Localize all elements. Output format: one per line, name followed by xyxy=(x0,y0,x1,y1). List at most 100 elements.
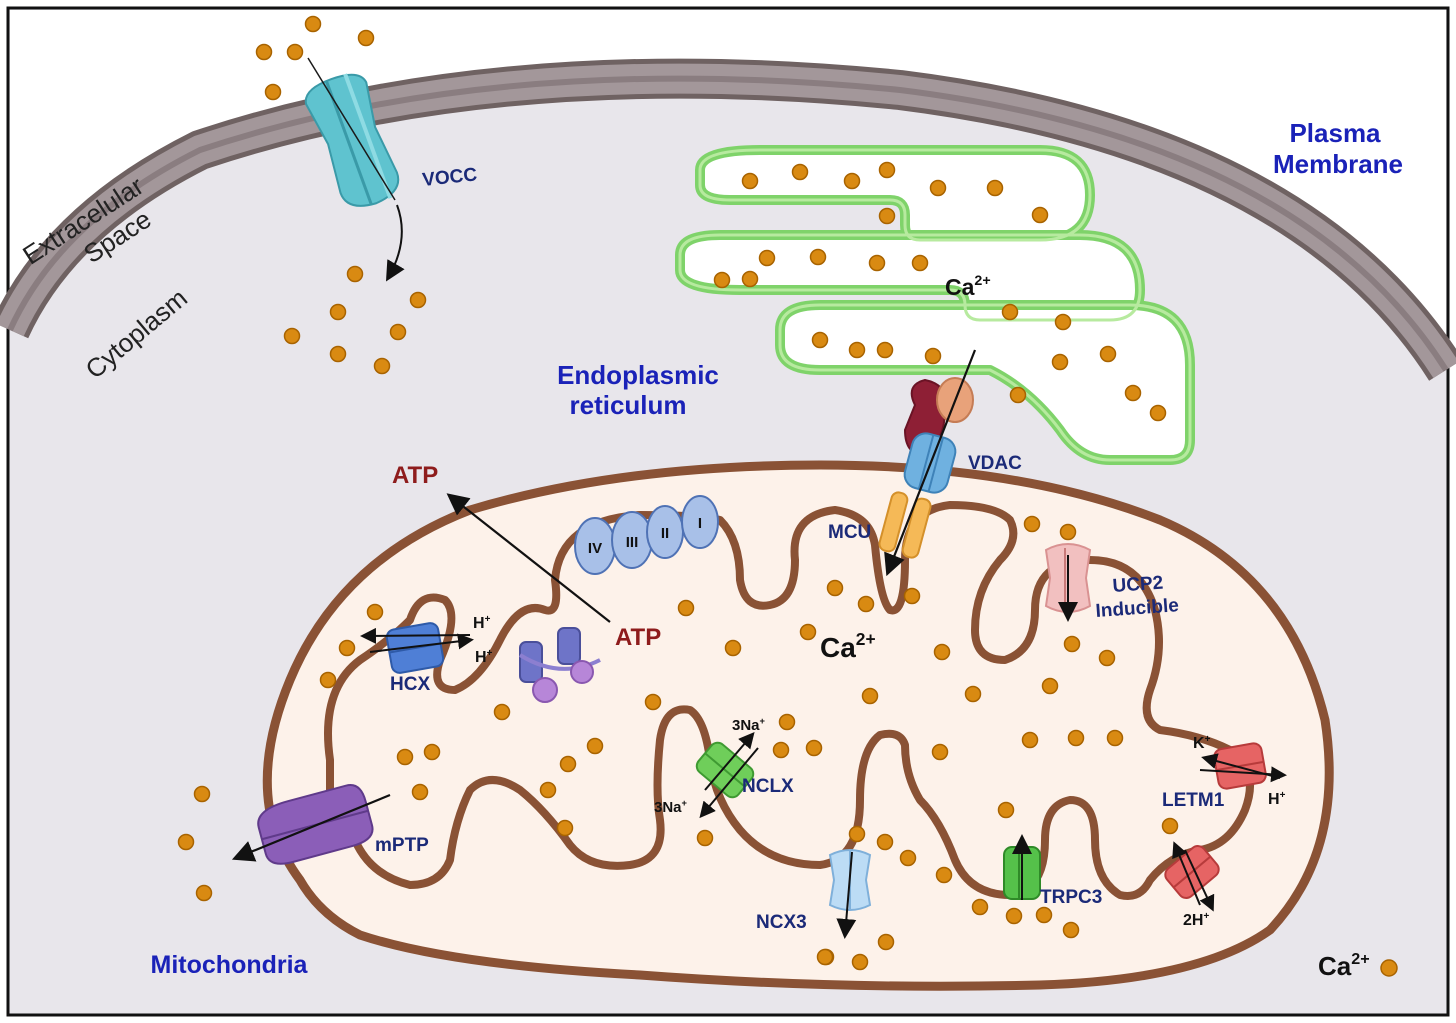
legend-calcium-label: Ca2+ xyxy=(1318,950,1370,981)
calcium-ion xyxy=(848,341,866,359)
atp-synthase xyxy=(518,627,601,703)
calcium-ion xyxy=(848,825,866,843)
calcium-ion xyxy=(411,783,429,801)
calcium-ion xyxy=(329,303,347,321)
letm1-k-label: K+ xyxy=(1193,734,1211,752)
etc-complexes xyxy=(574,495,719,575)
calcium-ion xyxy=(677,599,695,617)
ncx3-label: NCX3 xyxy=(756,912,807,933)
calcium-ion xyxy=(857,595,875,613)
calcium-ion xyxy=(1062,921,1080,939)
calcium-ion xyxy=(366,603,384,621)
calcium-ion xyxy=(1106,729,1124,747)
calcium-ion xyxy=(696,829,714,847)
calcium-ion xyxy=(338,639,356,657)
calcium-ion xyxy=(1005,907,1023,925)
calcium-ion xyxy=(1021,731,1039,749)
calcium-ion xyxy=(644,693,662,711)
atp-export-arrow xyxy=(446,493,611,623)
calcium-ion xyxy=(876,341,894,359)
calcium-ion xyxy=(791,163,809,181)
calcium-ion xyxy=(811,331,829,349)
er-label-1: Endoplasmic xyxy=(557,360,719,390)
complex-ii-label: II xyxy=(661,525,669,542)
calcium-ion xyxy=(997,801,1015,819)
calcium-ion xyxy=(899,849,917,867)
calcium-ions xyxy=(177,15,1179,971)
mcu-label: MCU xyxy=(828,522,871,543)
calcium-ion xyxy=(741,172,759,190)
calcium-ion xyxy=(964,685,982,703)
letm1-arrow-h xyxy=(1199,766,1287,783)
er-label-2: reticulum xyxy=(569,390,686,420)
mitochondria-label: Mitochondria xyxy=(151,951,309,979)
letm1-channel-upper xyxy=(1213,742,1267,790)
vocc-arrow xyxy=(385,204,405,282)
ncx3-arrow xyxy=(836,851,857,939)
calcium-ion xyxy=(911,254,929,272)
mptp-label: mPTP xyxy=(375,835,429,856)
nclx-arrow-in xyxy=(699,747,759,819)
calcium-ion xyxy=(1124,384,1142,402)
complex-i xyxy=(681,495,719,549)
calcium-ion xyxy=(1149,404,1167,422)
calcium-ion xyxy=(816,948,834,966)
calcium-ion xyxy=(933,643,951,661)
calcium-ion xyxy=(1098,649,1116,667)
letm1-label: LETM1 xyxy=(1162,790,1225,811)
calcium-ion xyxy=(1063,635,1081,653)
vdac-label: VDAC xyxy=(968,453,1022,474)
calcium-ion xyxy=(931,743,949,761)
letm1-lower-arrow-1 xyxy=(1172,841,1201,906)
calcium-ion xyxy=(373,357,391,375)
letm1-lower-arrow-2 xyxy=(1184,849,1215,912)
calcium-ion xyxy=(878,207,896,225)
atp-synthase-label: ATP xyxy=(615,624,661,651)
calcium-ion xyxy=(741,270,759,288)
legend-calcium-dot xyxy=(1380,959,1398,977)
calcium-ion xyxy=(1059,523,1077,541)
calcium-ion xyxy=(772,741,790,759)
calcium-ion xyxy=(177,833,195,851)
calcium-ion xyxy=(861,687,879,705)
letm1-h-label: H+ xyxy=(1268,790,1286,808)
calcium-ion xyxy=(799,623,817,641)
calcium-ion xyxy=(1001,303,1019,321)
calcium-ion xyxy=(255,43,273,61)
calcium-ion xyxy=(929,179,947,197)
er-calcium-label: Ca2+ xyxy=(945,273,991,300)
matrix-calcium-label: Ca2+ xyxy=(820,629,876,663)
nclx-na-label-in: 3Na+ xyxy=(654,798,688,816)
calcium-ion xyxy=(724,639,742,657)
calcium-ion xyxy=(396,748,414,766)
calcium-ion xyxy=(1161,817,1179,835)
calcium-ion xyxy=(193,785,211,803)
calcium-ion xyxy=(868,254,886,272)
calcium-ion xyxy=(283,327,301,345)
hcx-arrow-2 xyxy=(369,633,474,653)
calcium-ion xyxy=(559,755,577,773)
calcium-ion xyxy=(843,172,861,190)
calcium-ion xyxy=(493,703,511,721)
calcium-ion xyxy=(971,898,989,916)
hcx-channel xyxy=(385,622,445,674)
calcium-ion xyxy=(1099,345,1117,363)
hcx-h-label-2: H+ xyxy=(475,648,493,666)
atp-exported-label: ATP xyxy=(392,462,438,489)
ucp2-label: UCP2 xyxy=(1112,573,1164,597)
calcium-ion xyxy=(713,271,731,289)
calcium-ion xyxy=(924,347,942,365)
calcium-ion xyxy=(876,833,894,851)
hcx-arrow-1 xyxy=(360,627,471,644)
calcium-ion xyxy=(423,743,441,761)
calcium-ion xyxy=(878,161,896,179)
plasma-membrane-label-1: Plasma xyxy=(1289,118,1381,148)
complex-i-label: I xyxy=(698,515,702,532)
calcium-ion xyxy=(1009,386,1027,404)
calcium-ion xyxy=(556,819,574,837)
hcx-h-label-1: H+ xyxy=(473,614,491,632)
calcium-ion xyxy=(935,866,953,884)
calcium-ion xyxy=(357,29,375,47)
calcium-ion xyxy=(539,781,557,799)
